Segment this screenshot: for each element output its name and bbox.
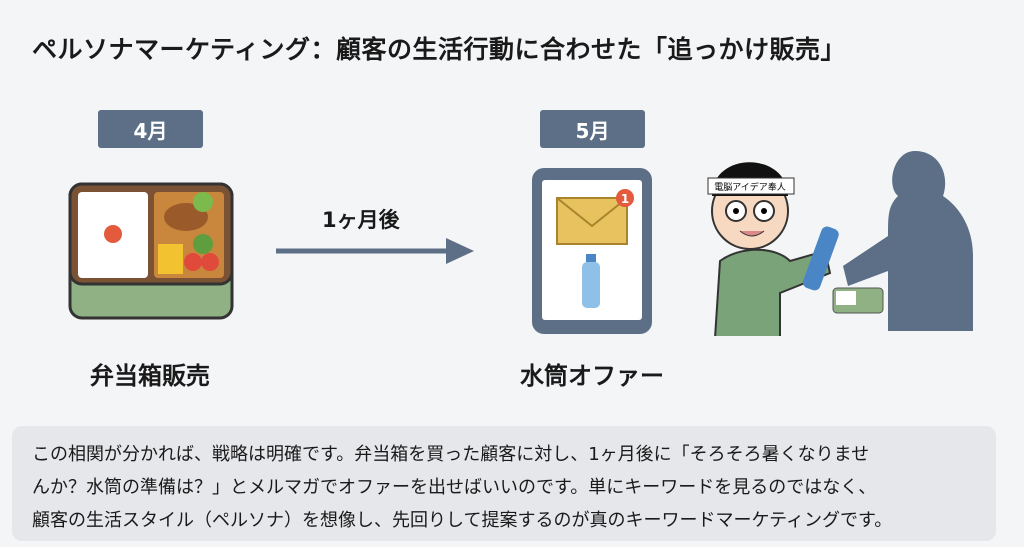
note-line: この相関が分かれば、戦略は明確です。弁当箱を買った顧客に対し、1ヶ月後に「そろそ… <box>32 444 870 465</box>
note-line: んか？水筒の準備は？」とメルマガでオファーを出せばいいのです。単にキーワードを見… <box>32 477 877 498</box>
bento-box-icon <box>68 182 234 320</box>
arrow-label: 1ヶ月後 <box>322 208 400 232</box>
headband-text: 電脳アイデア奉人 <box>714 181 786 193</box>
note-line: 顧客の生活スタイル（ペルソナ）を想像し、先回りして提案するのが真のキーワードマー… <box>32 510 893 531</box>
page-title: ペルソナマーケティング：顧客の生活行動に合わせた「追っかけ販売」 <box>32 35 847 64</box>
left-label: 弁当箱販売 <box>90 362 210 390</box>
tablet-icon: 1 <box>532 168 652 334</box>
right-arrow-icon <box>276 238 474 264</box>
mail-icon <box>556 197 628 245</box>
notification-count: 1 <box>621 192 629 206</box>
notification-badge <box>616 189 634 207</box>
right-label: 水筒オファー <box>520 362 664 390</box>
month-badge-april: 4月 <box>98 110 203 148</box>
explanation-box: この相関が分かれば、戦略は明確です。弁当箱を買った顧客に対し、1ヶ月後に「そろそ… <box>12 426 996 541</box>
customer-handoff-illustration: 電脳アイデア奉人 <box>707 151 973 336</box>
water-bottle-icon <box>582 254 600 308</box>
month-badge-may: 5月 <box>540 110 645 148</box>
